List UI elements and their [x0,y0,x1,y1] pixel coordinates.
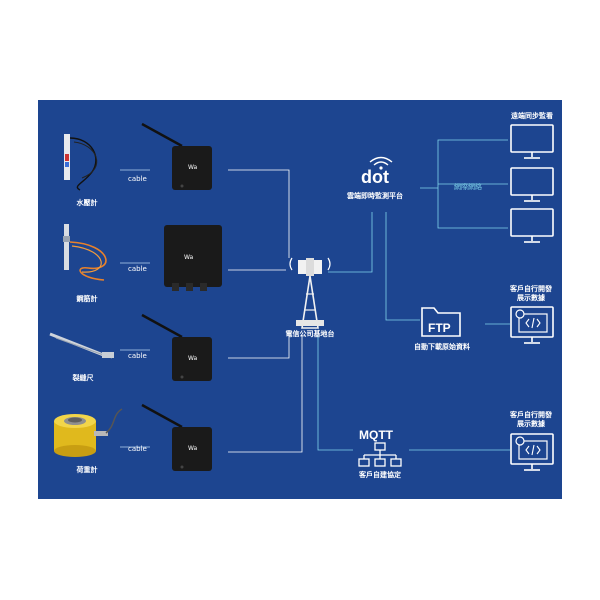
sensor-rebar-meter [52,222,122,292]
network-label: 網際網絡 [454,183,482,191]
monitor-screen [510,208,554,244]
rebar-meter-icon [63,224,107,281]
cable-label: cable [128,175,147,183]
cell-tower [282,250,338,329]
load-cell-icon [54,408,123,457]
gateway-logo: Wa [188,355,198,362]
ftp-label: 自動下載原始資料 [414,343,470,351]
monitor-screen [510,167,554,203]
antenna-icon [141,122,212,190]
client-app-label: 展示數據 [517,420,545,428]
antenna-icon [141,403,212,471]
mqtt-hub [356,442,404,468]
gateway-box-icon [164,225,222,291]
connector-lines [120,139,510,453]
cloud-platform: dot [356,156,406,188]
gateway-logo: Wa [184,254,194,261]
sensor-label: 水壓計 [76,199,98,207]
cloud-label: 雲端即時監測平台 [347,192,403,200]
antenna-icon [141,313,212,381]
cell-tower-icon [289,257,331,329]
wifi-signal-icon [369,156,393,170]
gateway-device: Wa [136,122,216,192]
network-hierarchy-icon [358,442,402,467]
client-app-label: 展示數據 [517,294,545,302]
ftp-logo: FTP [428,321,451,335]
monitor-icon [510,124,554,159]
cable-label: cable [128,352,147,360]
tower-label: 電信公司基地台 [285,330,335,338]
mqtt-logo: MQTT [359,428,393,442]
ftp-server: FTP [420,304,464,338]
gateway-device: Wa [136,313,216,383]
code-monitor-icon [510,433,554,471]
sensor-label: 裂縫尺 [72,374,94,382]
cable-label: cable [128,265,147,273]
sensor-load-cell [50,405,124,460]
piezometer-icon [64,134,98,191]
crack-gauge-icon [49,332,114,359]
sensor-label: 鋼筋計 [76,295,98,303]
monitor-icon [510,167,554,202]
client-app-screen [510,306,554,346]
sensor-crack-gauge [48,328,122,368]
cloud-logo: dot [361,167,389,187]
gateway-device: Wa [136,403,216,473]
sensor-piezometer [52,128,122,198]
mqtt-label: 客戶自建協定 [359,471,401,479]
gateway-logo: Wa [188,445,198,452]
client-app-label: 客戶自行開發 [510,411,552,419]
gateway-logo: Wa [188,164,198,171]
folder-icon [421,307,461,337]
diagram-panel: 水壓計 cable 鋼筋計 cable 裂縫尺 cable [38,100,562,499]
cable-label: cable [128,445,147,453]
monitor-screen [510,124,554,160]
code-monitor-icon [510,306,554,344]
gateway-device: Wa [164,225,222,293]
monitor-icon [510,208,554,243]
sensor-label: 荷重計 [76,466,98,474]
client-app-label: 客戶自行開發 [510,285,552,293]
monitors-label: 遠端同步監看 [511,112,553,120]
client-app-screen [510,433,554,473]
